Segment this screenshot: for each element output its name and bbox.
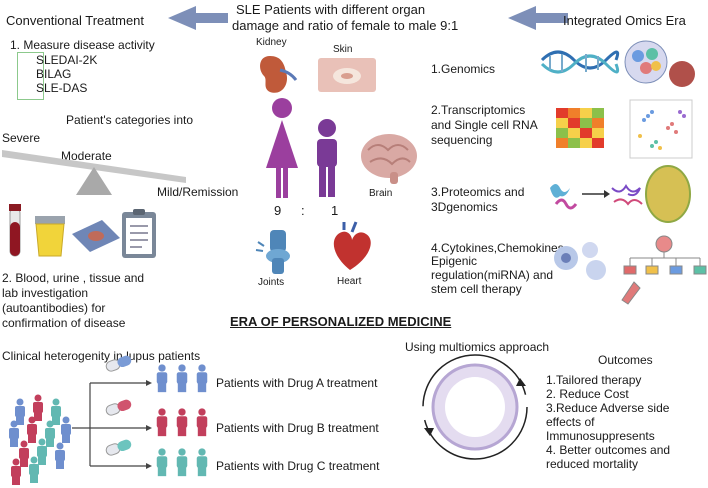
organ-joints-label: Joints [258,277,285,288]
drug-c-label: Patients with Drug C treatment [216,459,380,473]
crowd-person-icon [27,416,37,443]
pill-icon [105,399,132,416]
heatmap-icon [556,108,604,148]
crowd-person-icon [9,420,19,447]
step2-line2: lab investigation [2,286,89,300]
joints-icon [255,230,290,274]
header-title-line2: damage and ratio of female to male 9:1 [232,18,459,33]
crowd-person-icon [37,438,47,465]
dna-icon [540,50,620,74]
outcome-3-line2: effects of [546,415,595,429]
kidney-icon [260,56,288,93]
outcomes-title: Outcomes [598,353,653,367]
heart-icon [333,221,371,270]
omics-item-1: 1.Genomics [431,62,496,76]
organ-kidney-label: Kidney [256,37,287,48]
outcome-4-line2: reduced mortality [546,457,639,471]
group-person-icon [196,364,208,393]
group-person-icon [176,364,188,393]
omics-item-3-line2: 3Dgenomics [431,200,498,214]
cell-cluster-icon [624,40,695,87]
pill-icon [105,439,132,456]
tsne-plot-icon [629,99,693,159]
crowd-person-icon [33,394,43,421]
outcome-1: 1.Tailored therapy [546,373,642,387]
crowd-person-icon [51,398,61,425]
drug-b-label: Patients with Drug B treatment [216,421,379,435]
outcome-4-line1: 4. Better outcomes and [546,443,671,457]
ratio-male: 1 [331,203,339,218]
step2-line4: confirmation of disease [2,316,126,330]
group-person-icon [156,448,168,477]
severity-severe: Severe [2,131,41,145]
brain-icon [361,134,417,184]
step1-label: 1. Measure disease activity [10,38,155,52]
heterogeneity-title: Clinical heterogenity in lupus patients [2,349,201,363]
male-figure-icon [317,119,337,197]
therapy-tree-icon [621,235,707,305]
group-person-icon [156,364,168,393]
omics-item-2-line2: and Single cell RNA [431,118,538,132]
score-sledai: SLEDAI-2K [36,53,98,67]
omics-item-4-line4: stem cell therapy [431,282,522,296]
group-person-icon [176,408,188,437]
crowd-person-icon [11,458,21,485]
outcome-3-line3: Immunosuppresents [546,429,655,443]
header-title-line1: SLE Patients with different organ [236,2,426,17]
left-title: Conventional Treatment [6,13,145,28]
severity-moderate: Moderate [61,149,112,163]
step2-line1: 2. Blood, urine , tissue and [2,271,145,285]
omics-item-3-line1: 3.Proteomics and [431,185,525,199]
categories-title: Patient's categories into [66,113,194,127]
banner-title: ERA OF PERSONALIZED MEDICINE [230,314,452,329]
group-person-icon [196,408,208,437]
crowd-person-icon [15,398,25,425]
group-person-icon [176,448,188,477]
crowd-person-icon [19,440,29,467]
omics-item-2-line3: sequencing [431,133,493,147]
omics-item-4-line2: Epigenic [431,254,478,268]
outcome-3-line1: 3.Reduce Adverse side [546,401,670,415]
female-figure-icon [266,98,298,198]
organ-heart-label: Heart [337,276,362,287]
right-title: Integrated Omics Era [563,13,686,28]
group-person-icon [156,408,168,437]
ratio-female: 9 [274,203,282,218]
organ-skin-label: Skin [333,44,353,55]
omics-item-2-line1: 2.Transcriptomics [431,103,526,117]
protein-icon [550,184,643,210]
skin-icon [318,58,376,92]
crowd-person-icon [55,442,65,469]
crowd-person-icon [45,420,55,447]
severity-mild: Mild/Remission [157,185,239,199]
multiomics-title: Using multiomics approach [405,340,550,354]
crowd-person-icon [61,416,71,443]
scores-box [17,52,44,100]
omics-item-4-line3: regulation(miRNA) and [431,268,554,282]
crowd-person-icon [29,456,39,483]
ratio-separator: : [301,203,305,218]
genome-3d-icon [645,165,691,223]
outcome-2: 2. Reduce Cost [546,387,629,401]
omics-item-4-line1: 4.Cytokines,Chemokines, [431,241,568,255]
group-person-icon [196,448,208,477]
score-bilag: BILAG [36,67,72,81]
drug-a-label: Patients with Drug A treatment [216,376,378,390]
organ-brain-label: Brain [369,188,393,199]
score-sledas: SLE-DAS [36,81,88,95]
step2-line3: (autoantibodies) for [2,301,106,315]
